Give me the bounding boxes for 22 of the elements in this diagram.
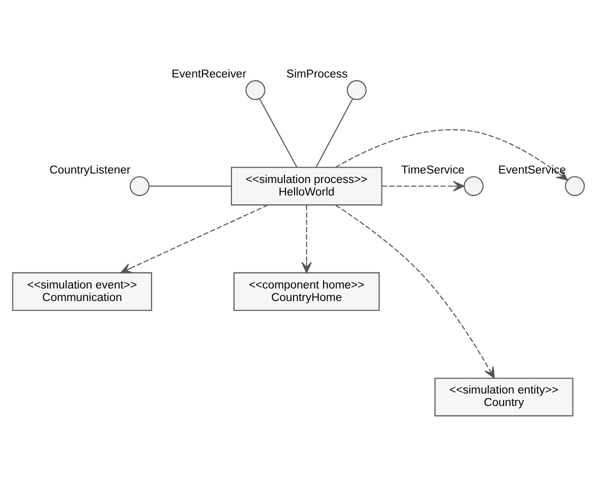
node-label: SimProcess: [286, 68, 348, 80]
connector: [259, 98, 298, 167]
node-box: <<simulation entity>> Country: [434, 377, 574, 416]
node-box: <<simulation event>> Communication: [12, 272, 152, 310]
node-label: EventReceiver: [172, 68, 246, 80]
arrow: [301, 204, 312, 273]
node-label: TimeService: [401, 164, 465, 176]
connector: [316, 98, 354, 167]
node-box: <<component home>> CountryHome: [234, 272, 380, 310]
arrow: [382, 180, 464, 191]
node-label: CountryListener: [49, 164, 130, 176]
node-label: EventService: [498, 164, 566, 176]
node-box: <<simulation process>> HelloWorld: [230, 166, 382, 205]
connector: [149, 185, 232, 186]
arrow: [336, 204, 495, 378]
node-circle: [130, 176, 150, 196]
arrow: [335, 128, 568, 180]
node-circle: [246, 80, 266, 100]
node-circle: [564, 176, 585, 196]
node-circle: [346, 80, 367, 100]
node-circle: [464, 176, 484, 196]
arrow: [120, 204, 268, 273]
